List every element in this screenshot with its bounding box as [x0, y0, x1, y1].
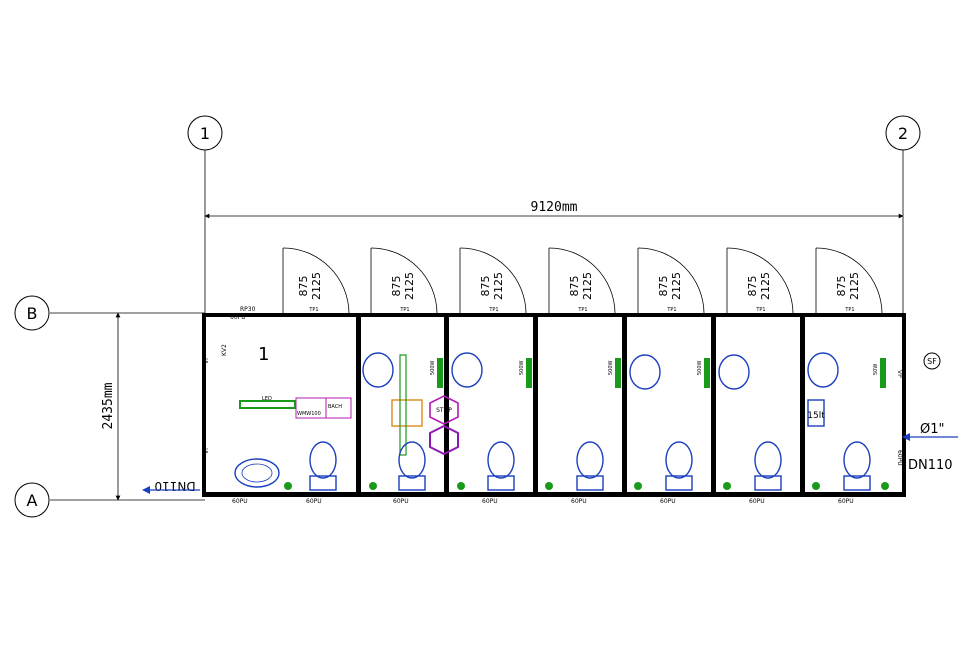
- svg-text:TP1: TP1: [844, 307, 854, 313]
- water-supply: Ø1": [902, 422, 958, 441]
- svg-text:500W: 500W: [430, 360, 436, 375]
- drain-left: DN110: [142, 479, 200, 494]
- svg-text:A: A: [27, 491, 38, 510]
- grid-bubble-2: 2: [885, 115, 921, 151]
- svg-text:TP1: TP1: [399, 307, 409, 313]
- svg-text:875: 875: [390, 276, 403, 297]
- svg-text:60PU: 60PU: [232, 498, 248, 505]
- svg-text:STOP: STOP: [436, 407, 452, 414]
- door-1: 875 2125 TP1: [282, 247, 350, 314]
- grid-lines: [50, 150, 904, 501]
- svg-text:SF: SF: [927, 357, 937, 366]
- grid-bubble-b: B: [14, 295, 50, 331]
- svg-text:500W: 500W: [697, 360, 703, 375]
- svg-text:2125: 2125: [403, 272, 416, 300]
- sf-symbol: SF: [923, 352, 941, 370]
- svg-text:875: 875: [835, 276, 848, 297]
- room-number: 1: [258, 344, 269, 365]
- svg-text:TP1: TP1: [488, 307, 498, 313]
- svg-text:60PU: 60PU: [896, 450, 903, 466]
- svg-text:875: 875: [479, 276, 492, 297]
- svg-text:TP1: TP1: [308, 307, 318, 313]
- svg-text:Ø1": Ø1": [920, 422, 944, 437]
- svg-text:500W: 500W: [519, 360, 525, 375]
- svg-text:50W: 50W: [873, 364, 879, 375]
- room-2-furniture: STOP: [391, 354, 459, 456]
- sinks: [362, 352, 839, 390]
- svg-text:2125: 2125: [310, 272, 323, 300]
- outer-walls: [202, 313, 906, 497]
- svg-text:1: 1: [200, 124, 210, 143]
- room-1-appliances: LED WMW100 BACH: [234, 396, 352, 488]
- svg-text:TP1: TP1: [577, 307, 587, 313]
- svg-text:VP: VP: [203, 446, 210, 454]
- svg-text:60PU: 60PU: [571, 498, 587, 505]
- svg-text:875: 875: [746, 276, 759, 297]
- door-3: 875 2125 TP1: [459, 247, 527, 314]
- svg-text:15lt: 15lt: [807, 411, 825, 421]
- svg-text:2125: 2125: [759, 272, 772, 300]
- svg-text:KV2: KV2: [221, 344, 228, 356]
- svg-text:DN110: DN110: [154, 479, 195, 493]
- door-6: 875 2125 TP1: [726, 247, 794, 314]
- door-4: 875 2125 TP1: [548, 247, 616, 314]
- svg-text:500W: 500W: [608, 360, 614, 375]
- svg-text:2125: 2125: [581, 272, 594, 300]
- svg-text:RP30: RP30: [240, 306, 256, 313]
- svg-text:TP1: TP1: [755, 307, 765, 313]
- width-dimension: 9120mm: [204, 200, 904, 219]
- svg-text:60PU: 60PU: [749, 498, 765, 505]
- toilets: [309, 441, 871, 491]
- floor-drains: [284, 482, 889, 490]
- svg-text:60PU: 60PU: [306, 498, 322, 505]
- boiler: 15lt: [807, 399, 825, 427]
- svg-text:875: 875: [297, 276, 310, 297]
- svg-text:60PU: 60PU: [660, 498, 676, 505]
- svg-text:DN110: DN110: [908, 458, 953, 473]
- svg-text:875: 875: [657, 276, 670, 297]
- svg-text:BACH: BACH: [328, 404, 342, 410]
- svg-text:875: 875: [568, 276, 581, 297]
- svg-text:LED: LED: [262, 396, 272, 402]
- heaters: 500W 500W 500W 500W 50W: [430, 358, 886, 388]
- svg-text:9120mm: 9120mm: [531, 200, 578, 215]
- svg-text:B: B: [27, 304, 38, 323]
- svg-text:2125: 2125: [848, 272, 861, 300]
- partition-walls: [356, 313, 805, 497]
- svg-text:2125: 2125: [670, 272, 683, 300]
- door-5: 875 2125 TP1: [637, 247, 705, 314]
- door-2: 875 2125 TP1: [370, 247, 438, 314]
- depth-dimension: 2435mm: [101, 312, 121, 501]
- drain-right: DN110: [908, 458, 953, 473]
- grid-bubble-1: 1: [187, 115, 223, 151]
- svg-text:WMW100: WMW100: [297, 411, 321, 417]
- svg-text:60PU: 60PU: [838, 498, 854, 505]
- door-7: 875 2125 TP1: [815, 247, 883, 314]
- svg-text:2435mm: 2435mm: [101, 382, 116, 429]
- svg-text:2: 2: [898, 124, 908, 143]
- grid-bubble-a: A: [14, 482, 50, 518]
- wall-labels: RP30 60PU VP VP KV2 60PU 60PU 60PU 60PU …: [203, 306, 903, 505]
- svg-text:60PU: 60PU: [482, 498, 498, 505]
- svg-text:60PU: 60PU: [393, 498, 409, 505]
- svg-text:60PU: 60PU: [230, 314, 246, 321]
- svg-text:TP1: TP1: [666, 307, 676, 313]
- svg-text:VP: VP: [203, 356, 210, 364]
- svg-text:2125: 2125: [492, 272, 505, 300]
- svg-text:VP: VP: [896, 370, 903, 378]
